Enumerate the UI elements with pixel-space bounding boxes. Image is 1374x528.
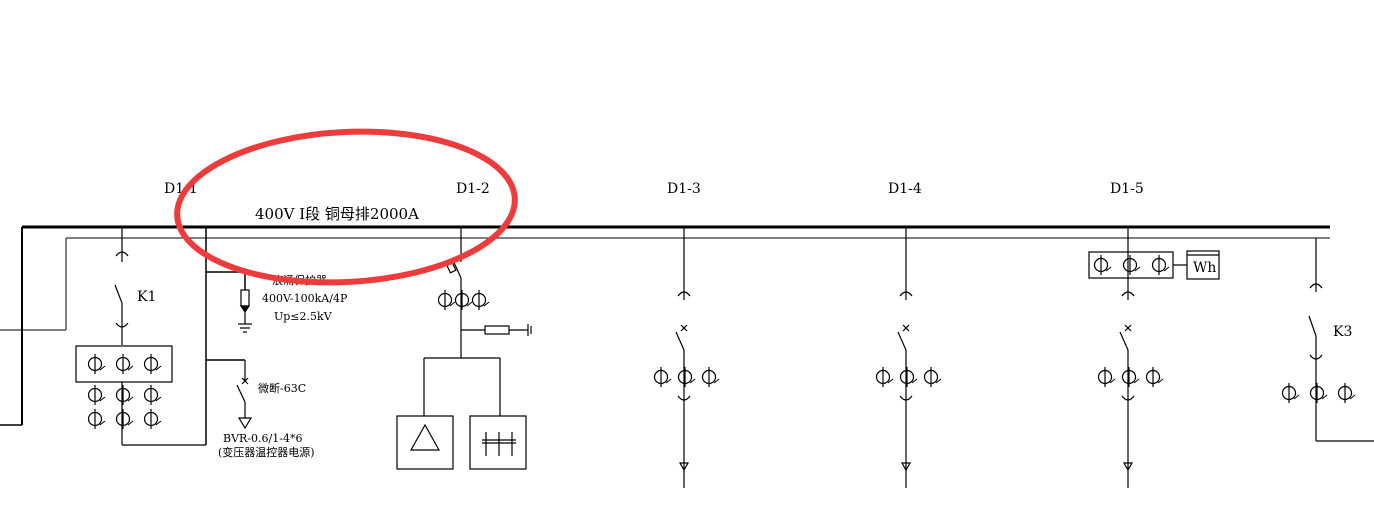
ct-icon — [437, 289, 456, 311]
d1-3-feeder — [675, 227, 691, 488]
busbar-title: 400V Ⅰ段 铜母排2000A — [255, 205, 419, 223]
ct-icon — [653, 366, 672, 388]
ct-icon — [677, 366, 696, 388]
panel-label-d1-3: D1-3 — [667, 181, 701, 197]
ct-icon — [899, 366, 918, 388]
k1-feeder — [75, 227, 206, 446]
energy-meter-label: Wh — [1193, 260, 1216, 276]
ct-icon — [471, 289, 490, 311]
d1-4-feeder — [897, 227, 913, 488]
mcb-icon — [236, 360, 253, 430]
ct-icon — [115, 353, 134, 375]
ct-icon — [87, 353, 106, 375]
cable-note: (变压器温控器电源) — [218, 445, 315, 459]
ct-icon — [1097, 366, 1116, 388]
breaker-label-k1: K1 — [137, 289, 156, 305]
ct-icon — [454, 289, 473, 311]
main-busbar — [22, 225, 1330, 239]
ct-icon — [1121, 366, 1140, 388]
ct-icon — [1309, 382, 1328, 404]
ct-icon — [115, 408, 134, 430]
ct-icon — [1337, 382, 1356, 404]
spd-rating: 400V-100kA/4P — [262, 292, 348, 305]
ct-icon — [1093, 254, 1112, 276]
ct-icon — [923, 366, 942, 388]
panel-label-d1-2: D1-2 — [456, 181, 490, 197]
spd-up: Up≤2.5kV — [274, 310, 333, 323]
d1-5-feeder — [1088, 227, 1220, 488]
surge-protector-icon — [238, 289, 252, 333]
ct-icon — [1281, 382, 1300, 404]
cable-spec: BVR-0.6/1-4*6 — [223, 432, 302, 445]
ct-icon — [1122, 254, 1141, 276]
panel-label-d1-4: D1-4 — [888, 181, 922, 197]
ct-icon — [143, 384, 162, 406]
ct-icon — [87, 408, 106, 430]
ct-icon — [115, 384, 134, 406]
ct-icon — [875, 366, 894, 388]
ct-icon — [1145, 366, 1164, 388]
panel-label-d1-5: D1-5 — [1110, 181, 1144, 197]
incoming-line — [0, 227, 67, 426]
ct-icon — [143, 408, 162, 430]
mcb-label: 微断-63C — [258, 381, 306, 395]
breaker-label-k3: K3 — [1333, 324, 1352, 340]
ct-icon — [87, 384, 106, 406]
ct-icon — [1151, 254, 1170, 276]
highlight-ellipse — [174, 128, 518, 286]
ct-icon — [701, 366, 720, 388]
k3-feeder — [1308, 238, 1374, 442]
ct-icon — [143, 353, 162, 375]
d1-2-feeder — [396, 227, 532, 470]
